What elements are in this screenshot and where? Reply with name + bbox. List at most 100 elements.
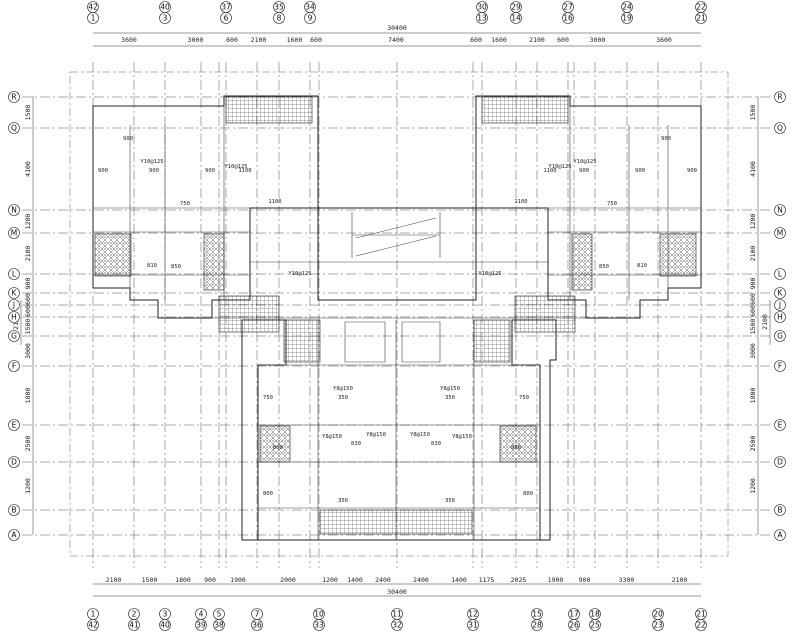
- axis-bubble-top-8: 8: [273, 12, 285, 24]
- top-dimension-text: 600: [557, 36, 569, 44]
- top-dimension-text: 7400: [388, 36, 404, 44]
- slab-thickness-label: 900: [687, 168, 697, 174]
- slab-thickness-label: 750: [180, 201, 190, 207]
- axis-bubbles: 4214033763583493013291427162419222114224…: [8, 1, 786, 631]
- axis-bubble-top-3: 3: [159, 12, 171, 24]
- bottom-dimension-text: 2100: [106, 576, 122, 584]
- axis-bubble-right-N: N: [774, 204, 786, 216]
- bottom-dimension-text: 2025: [511, 576, 527, 584]
- axis-bubble-top-30: 30: [476, 1, 488, 13]
- axis-bubble-bottom-26: 26: [568, 619, 580, 631]
- svg-text:42: 42: [88, 621, 98, 630]
- axis-bubble-left-E: E: [8, 419, 20, 431]
- svg-text:Q: Q: [11, 124, 17, 133]
- svg-text:24: 24: [622, 3, 632, 12]
- svg-text:M: M: [11, 229, 17, 238]
- svg-text:R: R: [11, 93, 16, 102]
- axis-bubble-bottom-32: 32: [391, 619, 403, 631]
- svg-text:8: 8: [277, 14, 282, 23]
- slab-thickness-label: 900: [98, 168, 108, 174]
- bottom-dimension-text: 3300: [619, 576, 635, 584]
- slab-thickness-label: 900: [123, 136, 133, 142]
- axis-bubble-bottom-42: 42: [87, 619, 99, 631]
- axis-bubble-bottom-7: 7: [251, 608, 263, 620]
- axis-bubble-top-24: 24: [621, 1, 633, 13]
- top-dimension-text: 3000: [188, 36, 204, 44]
- svg-text:17: 17: [569, 610, 579, 619]
- top-dimension-text: 3000: [590, 36, 606, 44]
- svg-text:21: 21: [696, 14, 706, 23]
- svg-text:33: 33: [314, 621, 324, 630]
- axis-bubble-left-G: G: [8, 330, 20, 342]
- axis-bubble-right-A: A: [774, 529, 786, 541]
- svg-text:K: K: [778, 289, 784, 298]
- svg-text:40: 40: [160, 3, 170, 12]
- svg-text:37: 37: [221, 3, 231, 12]
- dimension-lines: [20, 32, 771, 597]
- svg-text:B: B: [777, 506, 782, 515]
- top-dimension-text: 600: [310, 36, 322, 44]
- svg-text:K: K: [12, 289, 18, 298]
- svg-text:N: N: [777, 206, 783, 215]
- svg-text:13: 13: [477, 14, 487, 23]
- svg-text:40: 40: [160, 621, 170, 630]
- axis-bubble-top-13: 13: [476, 12, 488, 24]
- bottom-dimension-text: 1175: [479, 576, 495, 584]
- axis-bubble-left-R: R: [8, 91, 20, 103]
- svg-text:25: 25: [590, 621, 600, 630]
- right-dimension-text: 1800: [749, 388, 757, 404]
- bottom-dimension-text: 2000: [280, 576, 296, 584]
- right-dimension-text: 2500: [749, 436, 757, 452]
- svg-text:18: 18: [590, 610, 600, 619]
- left-dimension-text: 3000: [24, 343, 32, 359]
- slab-thickness-label: 1100: [238, 168, 251, 174]
- axis-bubble-right-F: F: [774, 360, 786, 372]
- axis-bubble-top-37: 37: [220, 1, 232, 13]
- axis-bubble-top-1: 1: [87, 12, 99, 24]
- svg-text:R: R: [777, 93, 782, 102]
- slab-thickness-label: 800: [263, 491, 273, 497]
- svg-text:E: E: [12, 421, 17, 430]
- svg-text:22: 22: [696, 621, 706, 630]
- right-extra-dimension-text: 2100: [761, 314, 769, 330]
- svg-text:11: 11: [392, 610, 402, 619]
- svg-text:M: M: [777, 229, 783, 238]
- axis-bubble-right-R: R: [774, 91, 786, 103]
- axis-bubble-bottom-12: 12: [467, 608, 479, 620]
- left-dimension-text: 2100: [24, 246, 32, 262]
- axis-bubble-left-H: H: [8, 311, 20, 323]
- rebar-note: Y10@125: [548, 164, 571, 170]
- top-dimension-text: 1600: [287, 36, 303, 44]
- svg-text:41: 41: [129, 621, 139, 630]
- axis-bubble-right-K: K: [774, 287, 786, 299]
- svg-text:35: 35: [274, 3, 284, 12]
- axis-bubble-top-6: 6: [220, 12, 232, 24]
- axis-bubble-top-9: 9: [304, 12, 316, 24]
- left-dimension-text: 1800: [24, 388, 32, 404]
- rebar-note: Y8@150: [452, 434, 472, 440]
- svg-text:A: A: [777, 531, 783, 540]
- axis-bubble-right-Q: Q: [774, 122, 786, 134]
- rebar-note: Y8@150: [440, 386, 460, 392]
- right-dimension-text: 1500: [749, 105, 757, 121]
- svg-text:26: 26: [569, 621, 579, 630]
- axis-bubble-right-L: L: [774, 268, 786, 280]
- axis-bubble-left-J: J: [8, 299, 20, 311]
- axis-bubble-right-B: B: [774, 504, 786, 516]
- svg-text:38: 38: [214, 621, 224, 630]
- axis-bubble-bottom-31: 31: [467, 619, 479, 631]
- axis-bubble-bottom-4: 4: [195, 608, 207, 620]
- svg-text:12: 12: [468, 610, 478, 619]
- svg-text:20: 20: [653, 610, 663, 619]
- svg-text:32: 32: [392, 621, 402, 630]
- axis-bubble-bottom-18: 18: [589, 608, 601, 620]
- svg-text:7: 7: [255, 610, 260, 619]
- svg-text:A: A: [11, 531, 17, 540]
- svg-text:D: D: [11, 458, 17, 467]
- svg-text:23: 23: [653, 621, 663, 630]
- svg-text:H: H: [777, 313, 783, 322]
- svg-text:3: 3: [163, 14, 168, 23]
- bottom-dimension-text: 1400: [347, 576, 363, 584]
- svg-text:42: 42: [88, 3, 98, 12]
- slab-thickness-label: 900: [635, 168, 645, 174]
